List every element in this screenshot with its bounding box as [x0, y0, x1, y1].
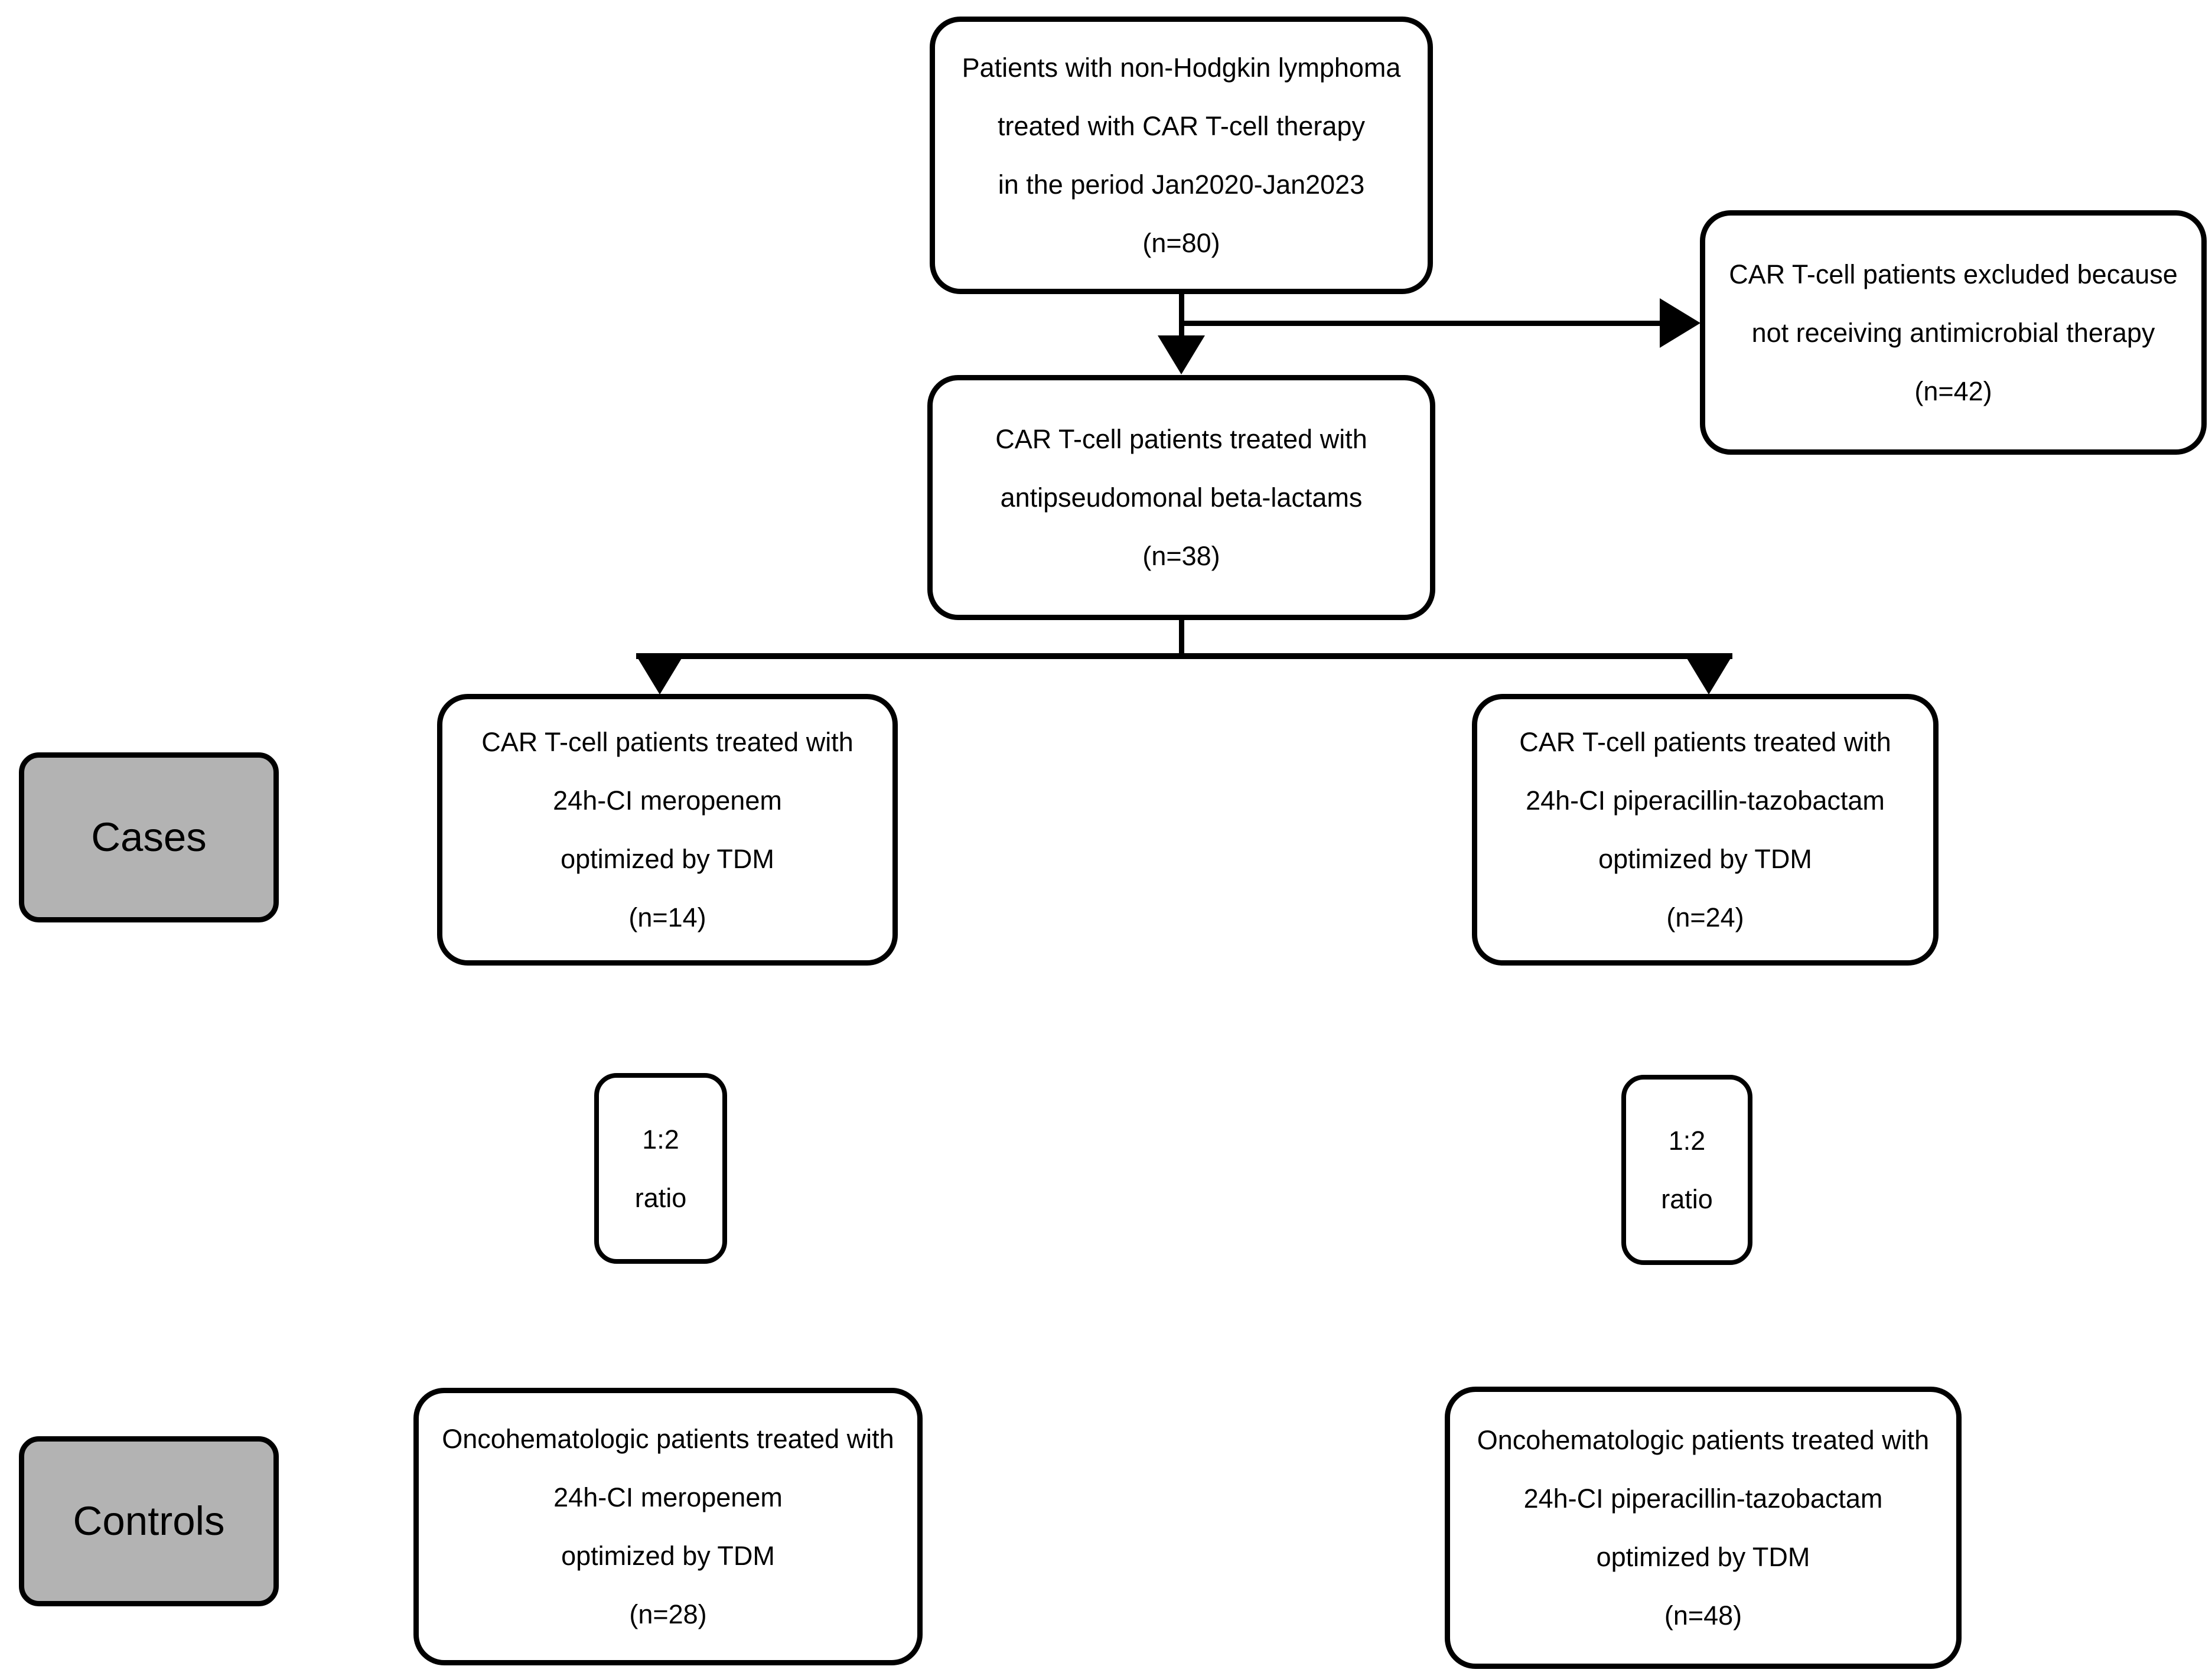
node-text-line: optimized by TDM — [1596, 1542, 1810, 1572]
ratio-word: ratio — [634, 1182, 687, 1213]
node-count-line: (n=42) — [1914, 376, 1992, 406]
node-text-line: Oncohematologic patients treated with — [442, 1424, 894, 1454]
node-text-line: in the period Jan2020-Jan2023 — [998, 169, 1365, 200]
connector-top-to-middle-line — [1179, 292, 1184, 340]
node-text-line: Patients with non-Hodgkin lymphoma — [962, 53, 1401, 83]
node-text-line: CAR T-cell patients excluded because — [1729, 259, 2178, 289]
ratio-value: 1:2 — [642, 1124, 679, 1155]
node-text-line: 24h-CI piperacillin-tazobactam — [1526, 785, 1885, 816]
node-control-piperacillin-tazobactam: Oncohematologic patients treated with 24… — [1445, 1387, 1962, 1669]
cases-group-label: Cases — [19, 752, 279, 922]
node-text-line: CAR T-cell patients treated with — [1519, 727, 1891, 757]
group-label-text: Cases — [91, 814, 207, 860]
arrowhead-down-middle-icon — [1158, 335, 1205, 374]
node-text-line: Oncohematologic patients treated with — [1477, 1425, 1930, 1455]
node-text-line: 24h-CI meropenem — [553, 785, 782, 816]
node-count-line: (n=14) — [628, 902, 706, 932]
arrowhead-down-left-branch-icon — [636, 656, 683, 694]
node-text-line: optimized by TDM — [561, 844, 774, 874]
group-label-text: Controls — [73, 1498, 225, 1544]
node-excluded-patients: CAR T-cell patients excluded because not… — [1700, 210, 2207, 455]
arrowhead-down-right-branch-icon — [1685, 656, 1732, 694]
node-count-line: (n=24) — [1666, 902, 1744, 932]
node-text-line: antipseudomonal beta-lactams — [1000, 482, 1363, 513]
ratio-word: ratio — [1661, 1184, 1713, 1214]
node-text-line: not receiving antimicrobial therapy — [1751, 317, 2155, 348]
node-enrolled-patients: Patients with non-Hodgkin lymphoma treat… — [930, 17, 1433, 294]
node-text-line: optimized by TDM — [561, 1541, 775, 1571]
node-ratio-right: 1:2 ratio — [1621, 1075, 1752, 1265]
controls-group-label: Controls — [19, 1436, 279, 1606]
node-text-line: 24h-CI meropenem — [553, 1482, 783, 1512]
node-treated-betalactams: CAR T-cell patients treated with antipse… — [927, 375, 1435, 620]
ratio-value: 1:2 — [1668, 1126, 1706, 1156]
node-count-line: (n=28) — [629, 1599, 707, 1629]
node-text-line: optimized by TDM — [1598, 844, 1812, 874]
connector-to-excluded-line — [1179, 321, 1663, 326]
node-text-line: CAR T-cell patients treated with — [995, 424, 1367, 454]
arrowhead-right-excluded-icon — [1660, 298, 1700, 348]
node-count-line: (n=38) — [1142, 541, 1220, 571]
node-text-line: treated with CAR T-cell therapy — [998, 111, 1365, 141]
node-text-line: CAR T-cell patients treated with — [481, 727, 853, 757]
connector-middle-to-split-line — [1179, 618, 1184, 658]
node-count-line: (n=80) — [1142, 228, 1220, 258]
connector-split-line — [636, 653, 1732, 659]
node-count-line: (n=48) — [1664, 1600, 1742, 1631]
node-control-meropenem: Oncohematologic patients treated with 24… — [413, 1388, 923, 1665]
node-ratio-left: 1:2 ratio — [594, 1073, 727, 1264]
node-text-line: 24h-CI piperacillin-tazobactam — [1523, 1483, 1883, 1514]
node-case-piperacillin-tazobactam: CAR T-cell patients treated with 24h-CI … — [1472, 694, 1939, 966]
node-case-meropenem: CAR T-cell patients treated with 24h-CI … — [437, 694, 898, 966]
